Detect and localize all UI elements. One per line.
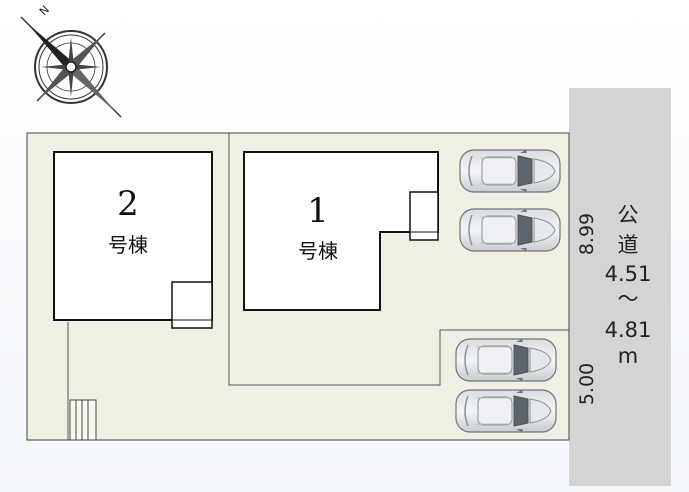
parked-car [455, 389, 557, 433]
frontage-dimension-2: 5.00 [576, 363, 598, 405]
entrance-steps [69, 399, 97, 441]
building-1-number: 1 [307, 191, 329, 231]
parked-car [455, 338, 557, 382]
lot-boundary-lines [67, 133, 569, 440]
road-label: 公 道 4.51 ～ 4.81 m [605, 203, 652, 368]
road-label-line: 4.51 [605, 262, 652, 286]
building-2-number: 2 [117, 184, 139, 224]
compass-rose [20, 16, 122, 118]
building-2-suffix: 号棟 [108, 233, 148, 257]
road-label-line: 道 [618, 233, 639, 257]
parked-car [459, 208, 561, 252]
road-label-line: 4.81 [605, 318, 652, 342]
building-2 [53, 151, 213, 329]
parked-car [459, 149, 561, 193]
building-1 [243, 151, 439, 311]
compass-north-label: N [37, 3, 52, 18]
building-1-suffix: 号棟 [298, 239, 338, 263]
road-label-line: 公 [618, 203, 639, 227]
public-road [569, 88, 671, 486]
frontage-dimension-1: 8.99 [576, 213, 598, 255]
road-label-line: ～ [618, 287, 639, 311]
road-label-line: m [618, 344, 638, 368]
